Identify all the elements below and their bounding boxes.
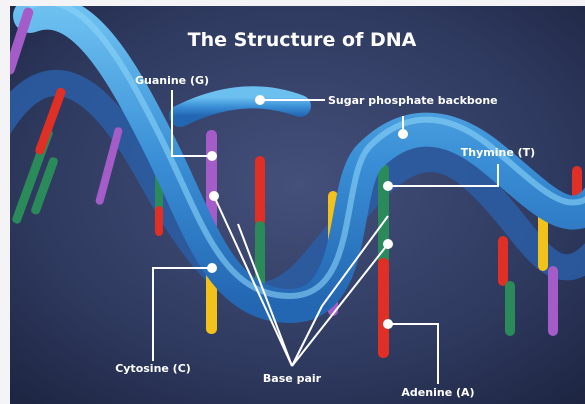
base-pair-label: Base pair	[263, 372, 322, 385]
base-rung	[505, 281, 515, 336]
dna-illustration: The Structure of DNA Guanine (G) Sugar p…	[10, 6, 585, 404]
guanine-label: Guanine (G)	[135, 74, 209, 87]
cytosine-label: Cytosine (C)	[115, 362, 191, 375]
base-rung	[155, 206, 163, 236]
adenine-base	[378, 258, 389, 358]
thymine-label: Thymine (T)	[461, 146, 535, 159]
base-rung	[498, 236, 508, 286]
adenine-label: Adenine (A)	[401, 386, 474, 399]
base-rung	[548, 266, 558, 336]
backbone-label: Sugar phosphate backbone	[328, 94, 498, 107]
diagram-title: The Structure of DNA	[188, 29, 417, 51]
base-rung	[255, 156, 265, 226]
